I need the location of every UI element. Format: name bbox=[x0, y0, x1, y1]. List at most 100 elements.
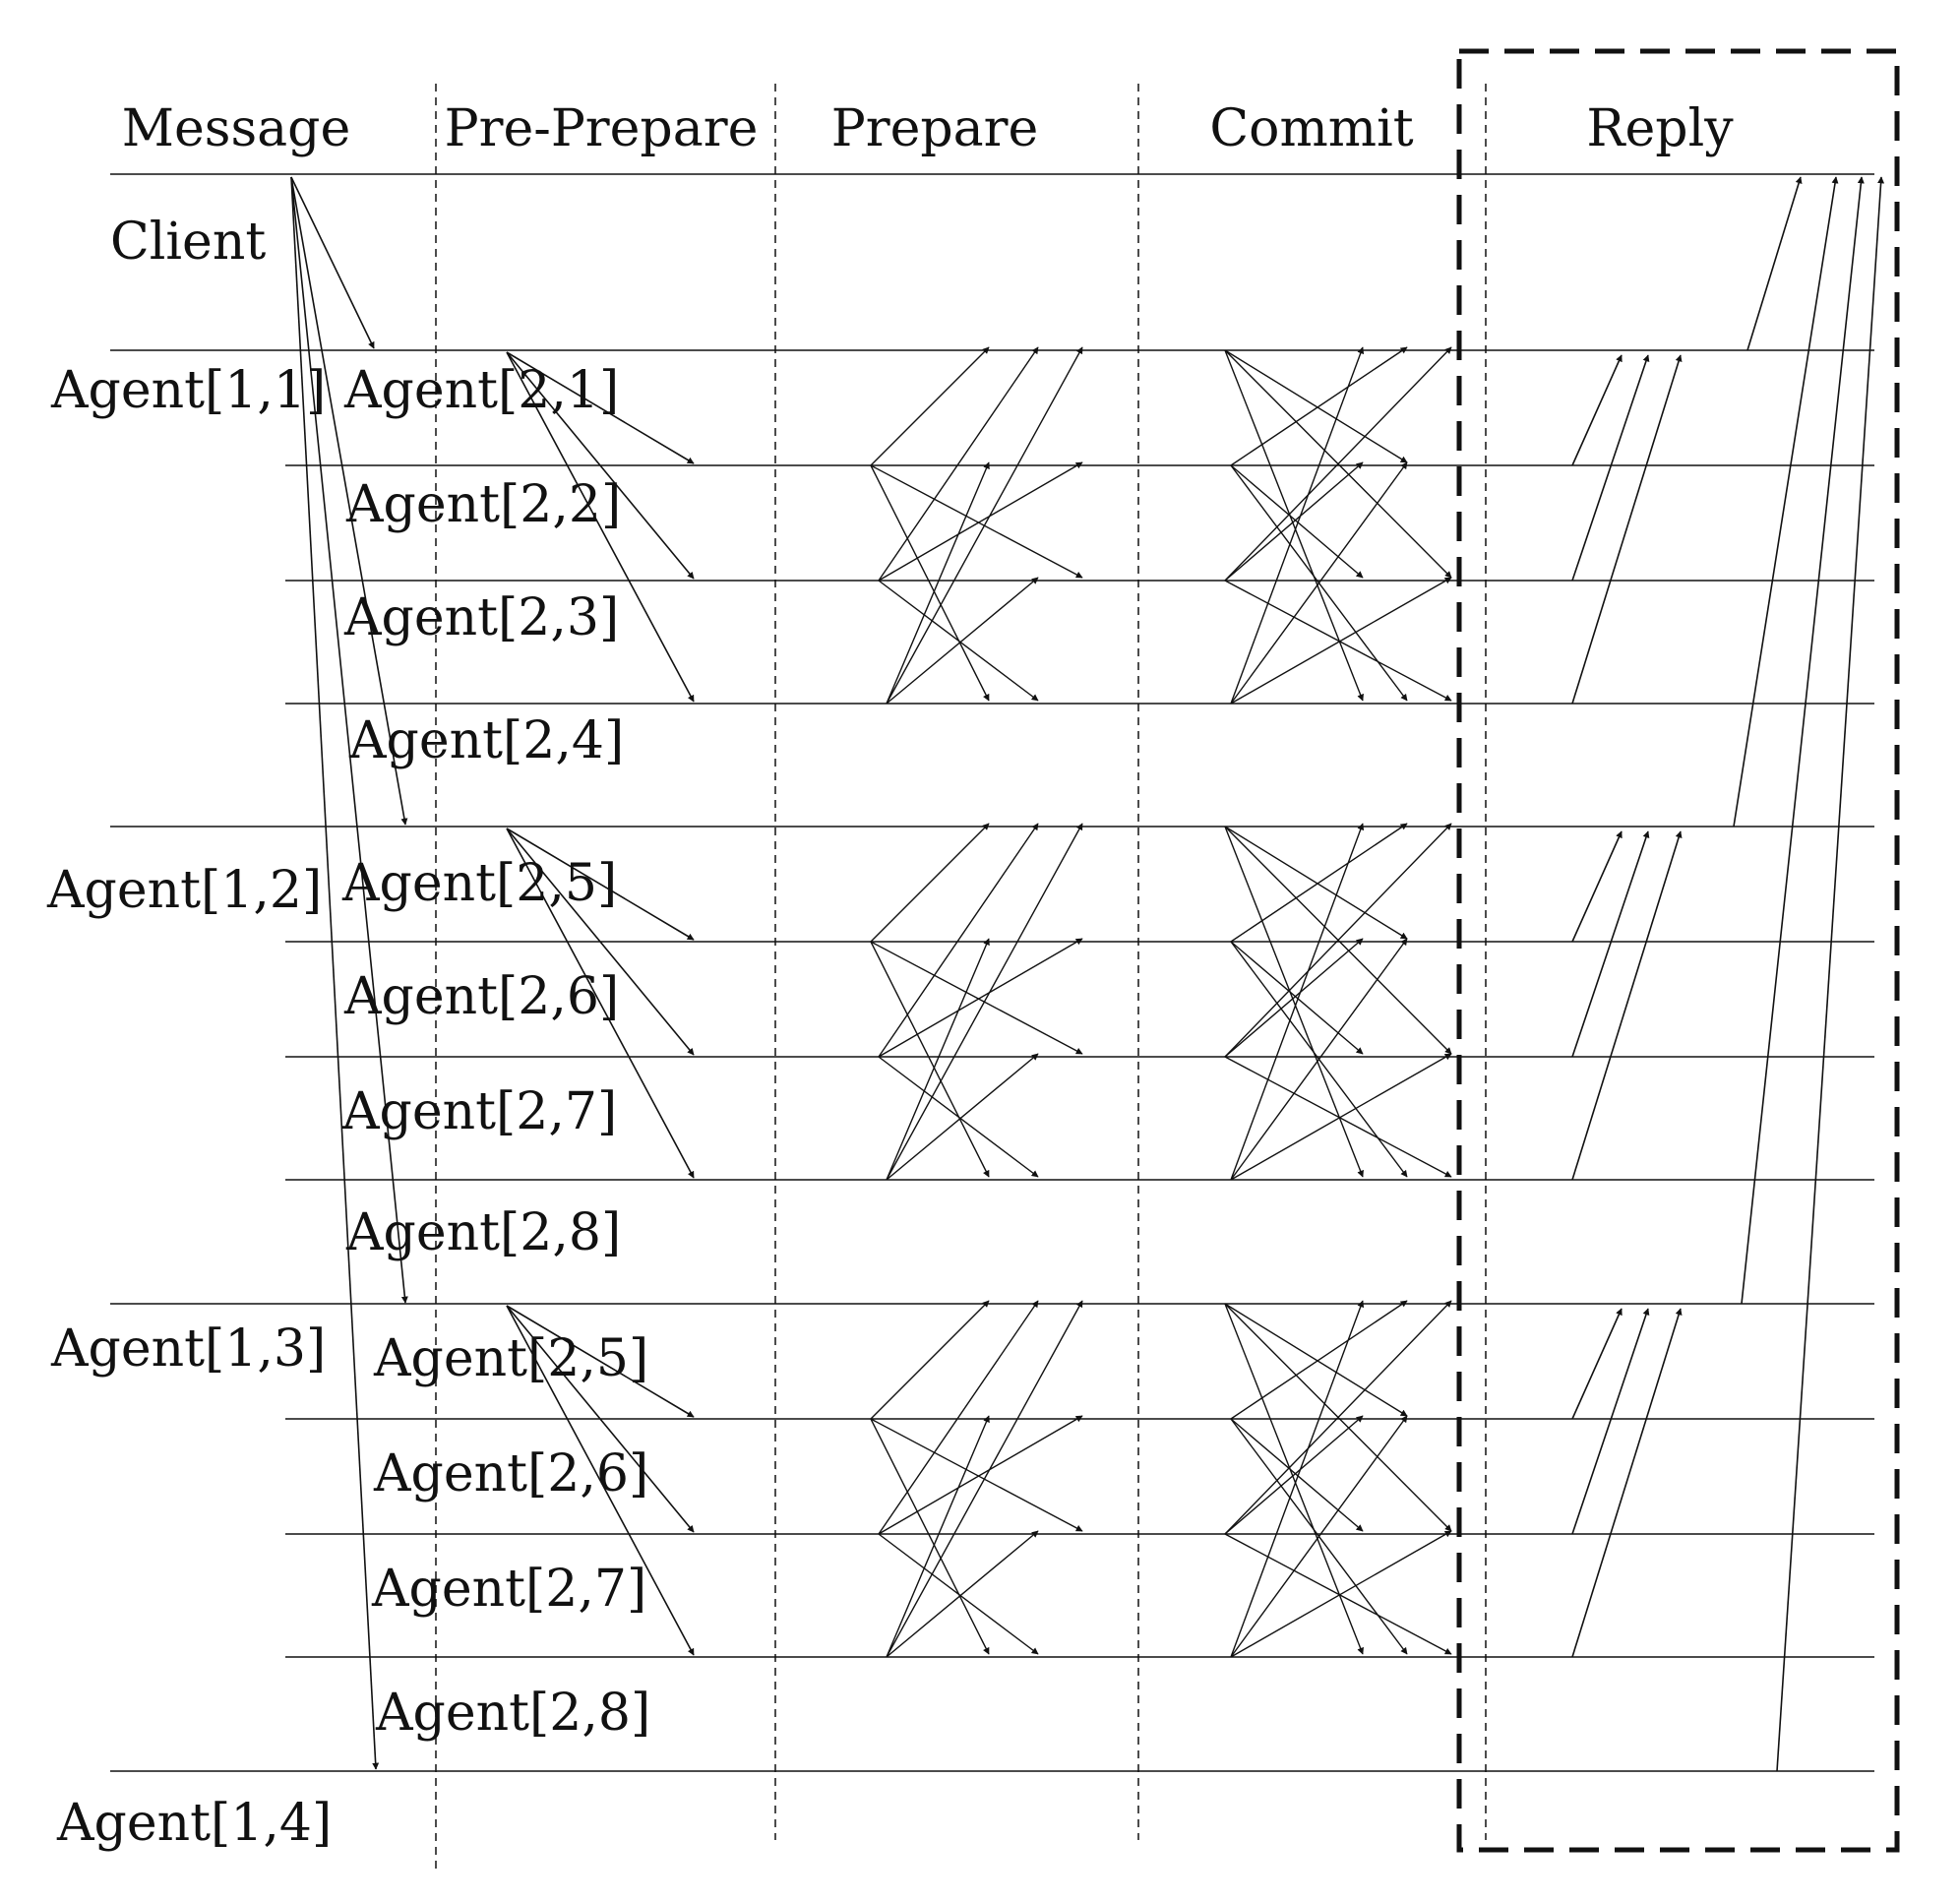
prepare-arrow-3-3-2 bbox=[886, 1415, 990, 1658]
prepare-arrow-1-1-4 bbox=[870, 464, 990, 702]
preprepare-arrow-1-3 bbox=[506, 351, 695, 703]
prepare-arrow-3-1-4 bbox=[870, 1418, 990, 1655]
commit-arrow-2-4-3 bbox=[1230, 1053, 1452, 1181]
label-member-2-2: Agent[2,6] bbox=[343, 967, 619, 1026]
commit-arrow-3-4-1 bbox=[1230, 1300, 1365, 1658]
label-member-1-1: Agent[2,1] bbox=[343, 361, 619, 420]
prepare-arrow-2-2-4 bbox=[878, 1056, 1039, 1178]
reply-arrow-1-1 bbox=[1571, 354, 1623, 466]
prepare-arrow-3-3-3 bbox=[886, 1530, 1039, 1658]
preprepare-arrow-2-1 bbox=[506, 828, 695, 941]
final-reply-arrow-3 bbox=[1741, 176, 1865, 1305]
commit-arrow-2-3-4 bbox=[1224, 1056, 1452, 1178]
commit-arrow-2-2-1 bbox=[1230, 823, 1408, 943]
label-member-2-4: Agent[2,8] bbox=[345, 1203, 621, 1262]
prepare-arrow-3-2-1 bbox=[878, 1300, 1039, 1535]
commit-arrow-3-3-4 bbox=[1224, 1533, 1452, 1655]
node-labels: Client Agent[1,1] Agent[2,1] Agent[2,2] … bbox=[46, 213, 650, 1853]
reply-arrow-1-2 bbox=[1571, 354, 1650, 582]
prepare-arrow-3-3-1 bbox=[886, 1300, 1083, 1658]
header-prepare: Prepare bbox=[831, 99, 1039, 158]
label-primary-4: Agent[1,4] bbox=[56, 1794, 332, 1853]
prepare-arrow-1-1-1 bbox=[870, 346, 990, 466]
commit-arrow-1-1-2 bbox=[1224, 349, 1408, 463]
preprepare-arrow-1-1 bbox=[506, 351, 695, 464]
label-member-1-3: Agent[2,3] bbox=[343, 588, 619, 647]
preprepare-arrow-3-2 bbox=[506, 1305, 695, 1533]
commit-arrow-1-2-3 bbox=[1230, 464, 1364, 579]
commit-arrow-1-4-1 bbox=[1230, 346, 1365, 705]
prepare-arrow-3-1-3 bbox=[870, 1418, 1083, 1532]
prepare-arrow-2-3-3 bbox=[886, 1053, 1039, 1181]
preprepare-arrow-1-2 bbox=[506, 351, 695, 580]
commit-arrow-1-2-1 bbox=[1230, 346, 1408, 466]
commit-arrow-1-4-3 bbox=[1230, 577, 1452, 705]
preprepare-arrow-2-3 bbox=[506, 828, 695, 1179]
commit-arrow-2-1-2 bbox=[1224, 826, 1408, 940]
phase-headers: Message Pre-Prepare Prepare Commit Reply bbox=[122, 99, 1734, 158]
label-primary-1: Agent[1,1] bbox=[50, 361, 326, 420]
prepare-arrow-2-1-4 bbox=[870, 941, 990, 1178]
commit-arrow-2-4-2 bbox=[1230, 938, 1408, 1181]
commit-arrow-1-4-2 bbox=[1230, 461, 1408, 705]
preprepare-arrow-2-2 bbox=[506, 828, 695, 1056]
label-member-3-4: Agent[2,8] bbox=[375, 1684, 650, 1743]
prepare-arrow-2-1-3 bbox=[870, 941, 1083, 1055]
label-primary-2: Agent[1,2] bbox=[46, 861, 322, 920]
commit-arrow-3-2-3 bbox=[1230, 1418, 1364, 1532]
prepare-arrow-1-2-4 bbox=[878, 580, 1039, 702]
commit-arrow-1-3-2 bbox=[1224, 461, 1364, 582]
commit-arrow-3-4-2 bbox=[1230, 1415, 1408, 1658]
reply-arrow-3-1 bbox=[1571, 1308, 1623, 1420]
header-reply: Reply bbox=[1586, 99, 1734, 158]
label-client: Client bbox=[110, 213, 266, 272]
reply-highlight-box bbox=[1456, 48, 1900, 1853]
reply-arrow-2-1 bbox=[1571, 830, 1623, 943]
final-reply-arrow-2 bbox=[1733, 176, 1839, 828]
reply-arrow-3-2 bbox=[1571, 1308, 1650, 1535]
commit-arrow-2-4-1 bbox=[1230, 823, 1365, 1181]
commit-arrow-3-1-2 bbox=[1224, 1303, 1408, 1417]
prepare-arrow-2-2-2 bbox=[878, 938, 1083, 1058]
commit-arrow-2-2-3 bbox=[1230, 941, 1364, 1055]
label-member-3-3: Agent[2,7] bbox=[371, 1560, 646, 1619]
commit-arrow-3-4-3 bbox=[1230, 1530, 1452, 1658]
header-message: Message bbox=[122, 99, 350, 158]
commit-arrow-3-2-1 bbox=[1230, 1300, 1408, 1420]
label-primary-3: Agent[1,3] bbox=[50, 1319, 326, 1379]
request-arrow-4 bbox=[290, 176, 380, 1770]
reply-arrow-2-2 bbox=[1571, 830, 1650, 1058]
final-reply-arrow-4 bbox=[1776, 176, 1885, 1772]
prepare-arrow-3-1-1 bbox=[870, 1300, 990, 1420]
reply-arrow-1-3 bbox=[1571, 354, 1683, 705]
commit-arrow-1-3-4 bbox=[1224, 580, 1452, 702]
label-member-1-2: Agent[2,2] bbox=[345, 475, 621, 534]
prepare-arrow-1-3-2 bbox=[886, 461, 990, 705]
message-arrows bbox=[290, 176, 1885, 1772]
label-member-1-4: Agent[2,4] bbox=[348, 711, 624, 770]
reply-arrow-2-3 bbox=[1571, 830, 1683, 1181]
commit-arrow-2-3-2 bbox=[1224, 938, 1364, 1058]
header-pre-prepare: Pre-Prepare bbox=[445, 99, 759, 158]
commit-arrow-3-3-1 bbox=[1224, 1300, 1452, 1535]
commit-arrow-2-3-1 bbox=[1224, 823, 1452, 1058]
commit-arrow-1-3-1 bbox=[1224, 346, 1452, 582]
label-member-3-1: Agent[2,5] bbox=[373, 1329, 648, 1388]
preprepare-arrow-3-3 bbox=[506, 1305, 695, 1656]
prepare-arrow-2-3-2 bbox=[886, 938, 990, 1181]
prepare-arrow-2-1-1 bbox=[870, 823, 990, 943]
label-member-3-2: Agent[2,6] bbox=[373, 1444, 648, 1503]
label-member-2-3: Agent[2,7] bbox=[341, 1082, 617, 1141]
prepare-arrow-1-2-2 bbox=[878, 461, 1083, 582]
request-arrow-1 bbox=[290, 176, 375, 349]
prepare-arrow-1-1-3 bbox=[870, 464, 1083, 579]
prepare-arrow-3-2-4 bbox=[878, 1533, 1039, 1655]
phase-dividers bbox=[435, 84, 1487, 1874]
header-commit: Commit bbox=[1209, 99, 1413, 158]
prepare-arrow-3-2-2 bbox=[878, 1415, 1083, 1535]
prepare-arrow-2-3-1 bbox=[886, 823, 1083, 1181]
prepare-arrow-1-3-1 bbox=[886, 346, 1083, 705]
request-arrow-2 bbox=[290, 176, 408, 826]
prepare-arrow-1-3-3 bbox=[886, 577, 1039, 705]
